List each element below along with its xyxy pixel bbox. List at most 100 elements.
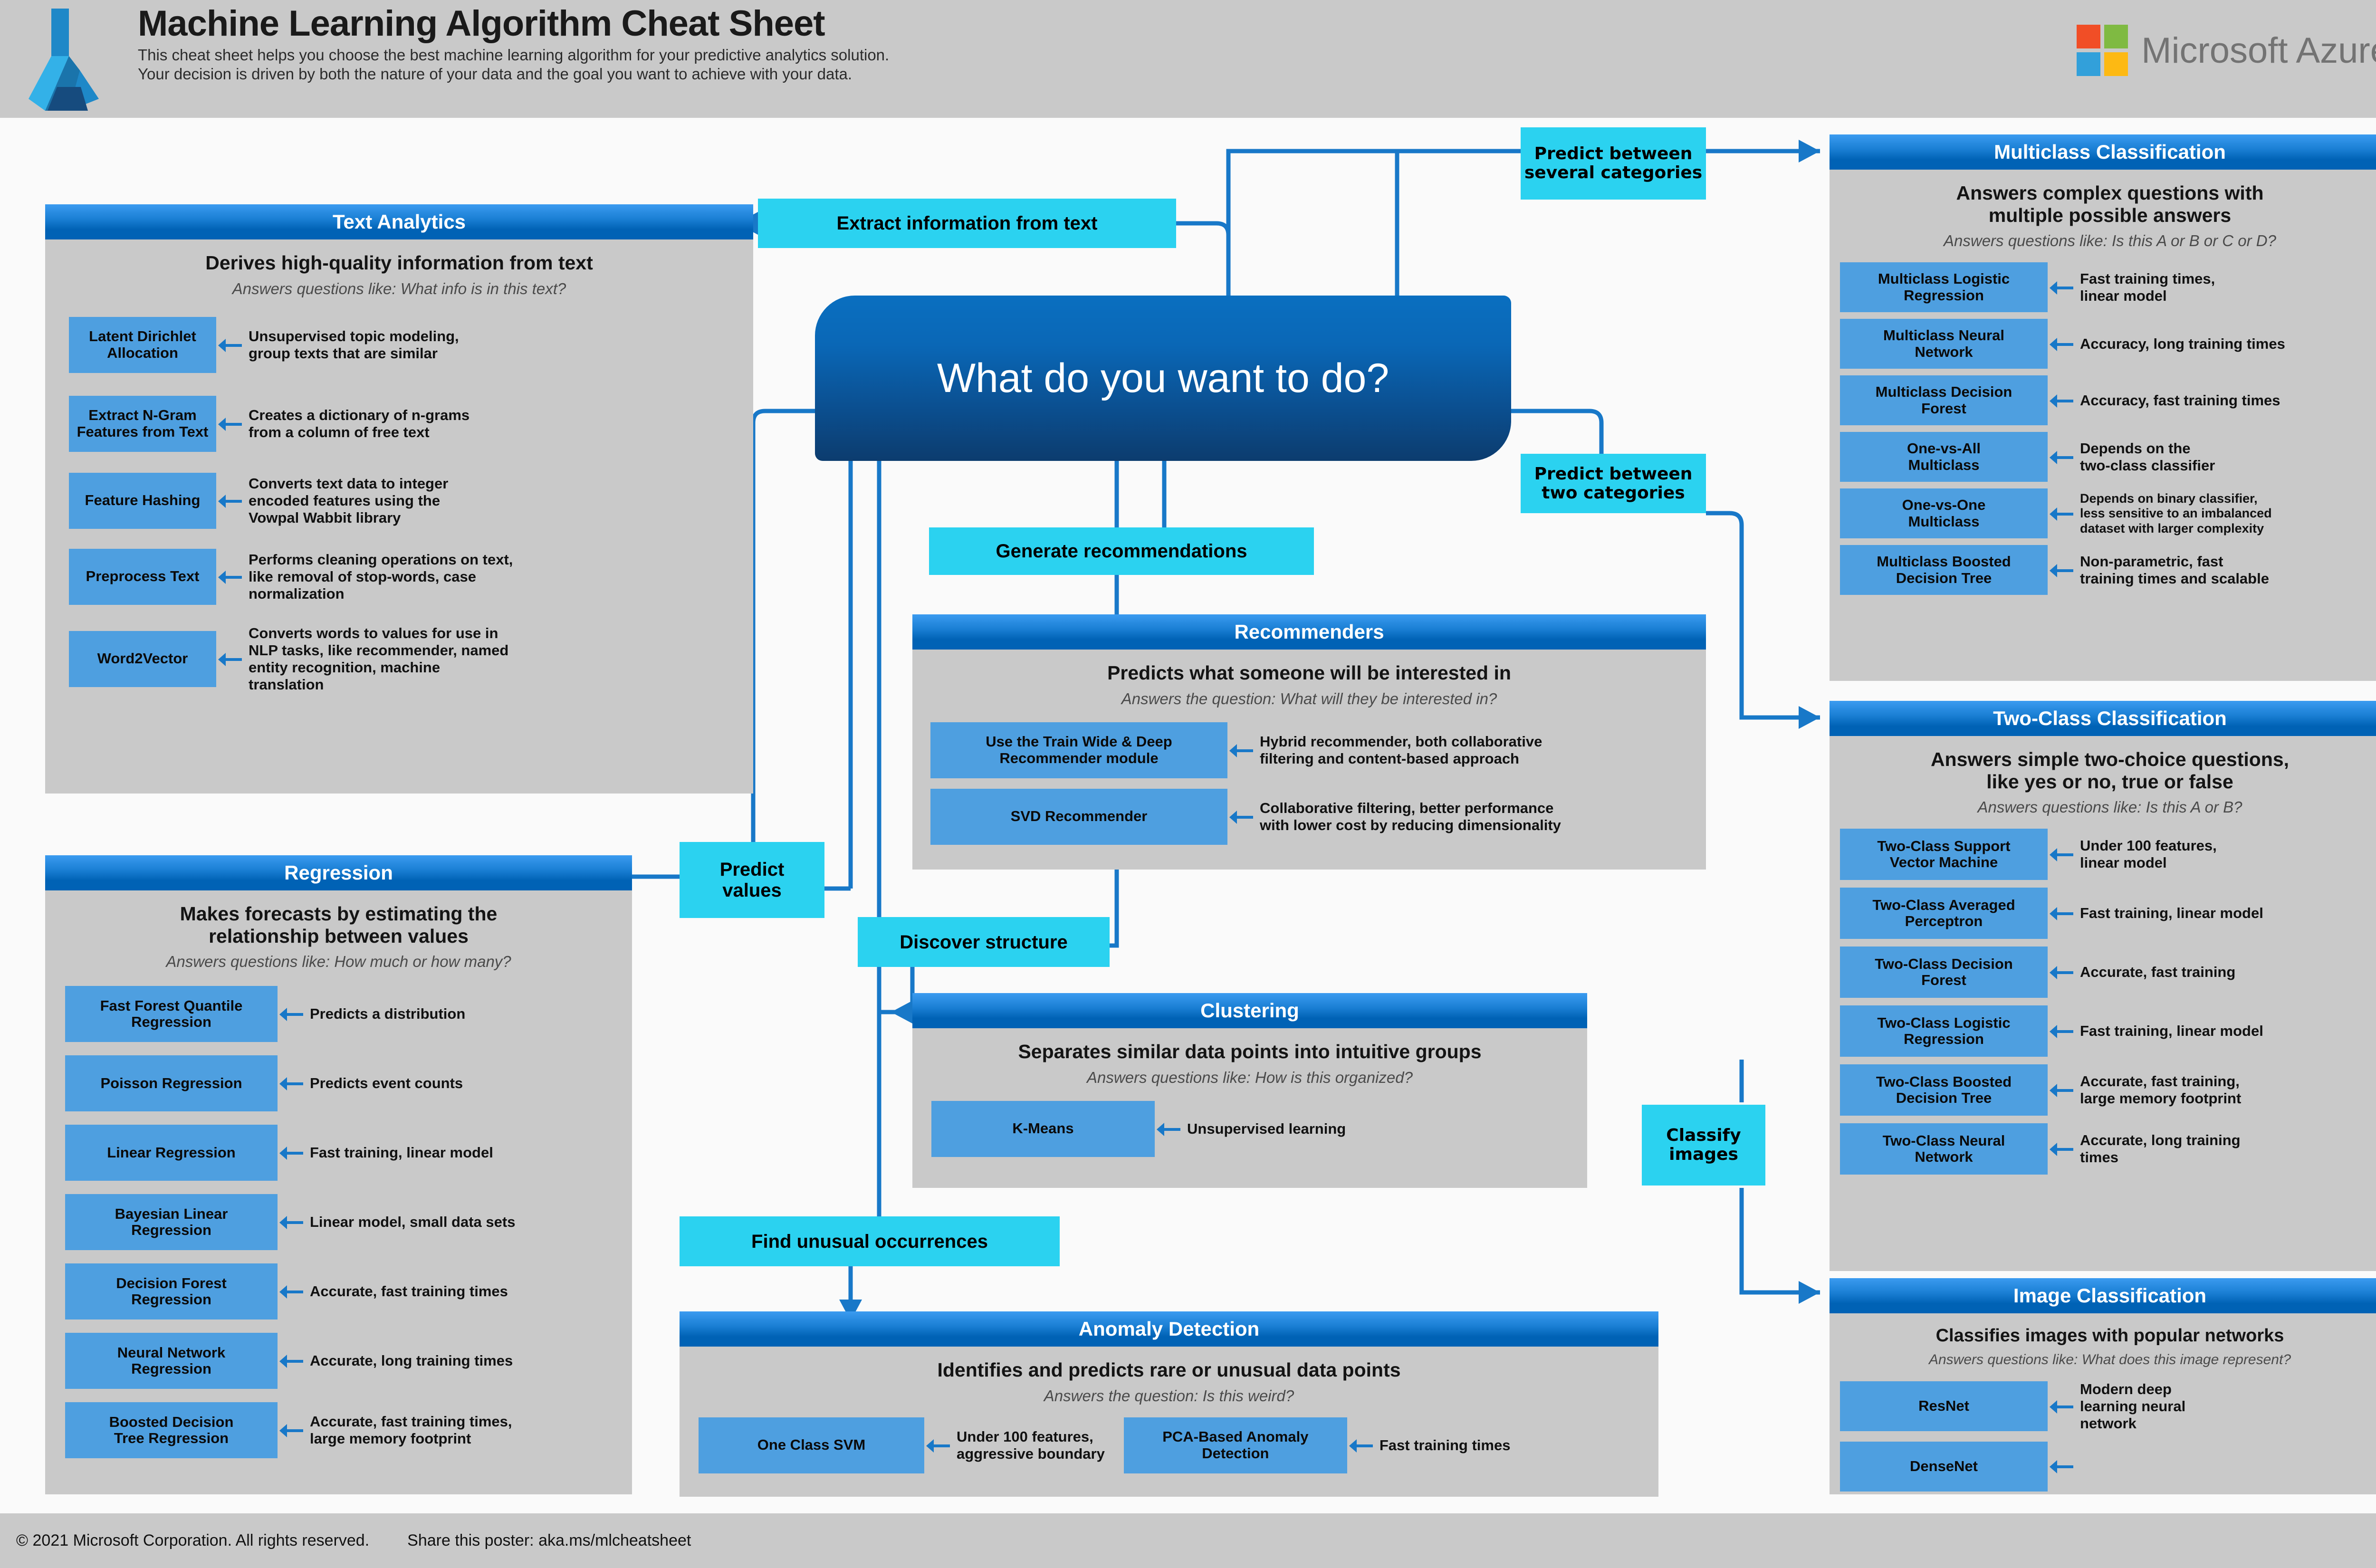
- panel-desc: Makes forecasts by estimating the relati…: [180, 903, 498, 947]
- algo-note: Converts words to values for use in NLP …: [249, 624, 509, 693]
- list-item: Bayesian Linear Regression Linear model,…: [65, 1194, 632, 1251]
- list-item: Multiclass Decision Forest Accuracy, fas…: [1840, 375, 2376, 426]
- decision-discover-structure[interactable]: Discover structure: [858, 917, 1110, 967]
- list-item: Neural Network Regression Accurate, long…: [65, 1333, 632, 1389]
- algo-note: Non-parametric, fast training times and …: [2080, 553, 2269, 587]
- list-item: Boosted Decision Tree Regression Accurat…: [65, 1402, 632, 1459]
- azure-logo-icon: [29, 9, 99, 111]
- arrow-left-icon: [925, 1437, 950, 1453]
- algo-note: Predicts a distribution: [310, 1005, 466, 1023]
- list-item: Fast Forest Quantile Regression Predicts…: [65, 986, 632, 1042]
- algo-two-class-decision-forest[interactable]: Two-Class Decision Forest: [1840, 947, 2048, 998]
- algo-boosted-decision-tree-regression[interactable]: Boosted Decision Tree Regression: [65, 1402, 278, 1459]
- panel-recommenders: Recommenders Predicts what someone will …: [912, 614, 1706, 870]
- algo-multiclass-boosted-decision-tree[interactable]: Multiclass Boosted Decision Tree: [1840, 545, 2048, 595]
- algo-note: Accuracy, long training times: [2080, 335, 2285, 352]
- algo-resnet[interactable]: ResNet: [1840, 1381, 2048, 1432]
- decision-classify-images[interactable]: Classify images: [1642, 1105, 1765, 1186]
- algo-multiclass-decision-forest[interactable]: Multiclass Decision Forest: [1840, 375, 2048, 426]
- algo-note: Fast training, linear model: [2080, 1023, 2263, 1040]
- list-item: Feature Hashing Converts text data to in…: [69, 472, 753, 529]
- algo-latent-dirichlet-allocation[interactable]: Latent Dirichlet Allocation: [69, 316, 216, 373]
- panel-image-classification: Image Classification Classifies images w…: [1830, 1278, 2376, 1494]
- algo-word2vector[interactable]: Word2Vector: [69, 631, 216, 687]
- arrow-left-icon: [278, 1214, 303, 1230]
- microsoft-logo-icon: [2077, 25, 2128, 76]
- subtitle-line-1: This cheat sheet helps you choose the be…: [138, 46, 890, 64]
- footer-share-link[interactable]: Share this poster: aka.ms/mlcheatsheet: [407, 1531, 691, 1549]
- panel-title-text-analytics: Text Analytics: [45, 204, 753, 239]
- algo-densenet[interactable]: DenseNet: [1840, 1441, 2048, 1492]
- algo-one-vs-one-multiclass[interactable]: One-vs-One Multiclass: [1840, 488, 2048, 539]
- algo-decision-forest-regression[interactable]: Decision Forest Regression: [65, 1263, 278, 1320]
- algo-fast-forest-quantile-regression[interactable]: Fast Forest Quantile Regression: [65, 986, 278, 1042]
- algo-two-class-boosted-decision-tree[interactable]: Two-Class Boosted Decision Tree: [1840, 1064, 2048, 1116]
- panel-title-two-class-classification: Two-Class Classification: [1830, 701, 2376, 736]
- algo-linear-regression[interactable]: Linear Regression: [65, 1125, 278, 1181]
- list-item: Two-Class Support Vector Machine Under 1…: [1840, 829, 2376, 880]
- algo-note: Fast training, linear model: [310, 1144, 493, 1161]
- algo-bayesian-linear-regression[interactable]: Bayesian Linear Regression: [65, 1194, 278, 1251]
- ms-square-green: [2104, 25, 2128, 48]
- algo-two-class-averaged-perceptron[interactable]: Two-Class Averaged Perceptron: [1840, 888, 2048, 939]
- panel-text-analytics: Text Analytics Derives high-quality info…: [45, 204, 753, 794]
- algo-note: Collaborative filtering, better performa…: [1260, 799, 1561, 833]
- algo-two-class-support-vector-machine[interactable]: Two-Class Support Vector Machine: [1840, 829, 2048, 880]
- panel-clustering: Clustering Separates similar data points…: [912, 993, 1587, 1188]
- algo-note: Linear model, small data sets: [310, 1214, 516, 1231]
- decision-predict-several-categories[interactable]: Predict between several categories: [1521, 127, 1706, 200]
- decision-label: Extract information from text: [836, 213, 1098, 234]
- page-footer: © 2021 Microsoft Corporation. All rights…: [0, 1513, 2376, 1568]
- algo-note: Fast training, linear model: [2080, 905, 2263, 922]
- algo-one-class-svm[interactable]: One Class SVM: [699, 1417, 924, 1473]
- panel-desc: Identifies and predicts rare or unusual …: [937, 1359, 1401, 1381]
- arrow-left-icon: [1228, 809, 1253, 825]
- arrow-left-icon: [1156, 1121, 1180, 1137]
- panel-desc: Derives high-quality information from te…: [205, 252, 593, 274]
- decision-generate-recommendations[interactable]: Generate recommendations: [929, 527, 1314, 575]
- algo-two-class-neural-network[interactable]: Two-Class Neural Network: [1840, 1123, 2048, 1175]
- decision-predict-values[interactable]: Predict values: [680, 842, 824, 918]
- arrow-left-icon: [217, 416, 242, 432]
- algo-note: Accurate, fast training, large memory fo…: [2080, 1073, 2242, 1107]
- decision-predict-two-categories[interactable]: Predict between two categories: [1521, 454, 1706, 513]
- algo-neural-network-regression[interactable]: Neural Network Regression: [65, 1333, 278, 1389]
- algo-k-means[interactable]: K-Means: [931, 1100, 1155, 1157]
- algo-note: Under 100 features, aggressive boundary: [957, 1428, 1105, 1462]
- algo-preprocess-text[interactable]: Preprocess Text: [69, 548, 216, 605]
- algo-poisson-regression[interactable]: Poisson Regression: [65, 1055, 278, 1112]
- algo-feature-hashing[interactable]: Feature Hashing: [69, 472, 216, 529]
- decision-label-line1: Predict: [719, 859, 785, 880]
- arrow-left-icon: [2049, 1023, 2073, 1039]
- algo-note: Modern deep learning neural network: [2080, 1380, 2186, 1432]
- algo-svd-recommender[interactable]: SVD Recommender: [930, 788, 1227, 845]
- panel-question: Answers questions like: What does this i…: [1928, 1352, 2291, 1368]
- algo-one-vs-all-multiclass[interactable]: One-vs-All Multiclass: [1840, 432, 2048, 482]
- algo-pca-based-anomaly-detection[interactable]: PCA-Based Anomaly Detection: [1123, 1417, 1347, 1473]
- algo-multiclass-neural-network[interactable]: Multiclass Neural Network: [1840, 319, 2048, 369]
- algo-multiclass-logistic-regression[interactable]: Multiclass Logistic Regression: [1840, 262, 2048, 313]
- arrow-left-icon: [2049, 279, 2073, 296]
- panel-desc: Separates similar data points into intui…: [1018, 1041, 1482, 1062]
- subtitle-line-2: Your decision is driven by both the natu…: [138, 65, 853, 83]
- list-item: Two-Class Averaged Perceptron Fast train…: [1840, 888, 2376, 939]
- algo-train-wide-and-deep-recommender[interactable]: Use the Train Wide & Deep Recommender mo…: [930, 722, 1227, 778]
- ms-square-red: [2077, 25, 2101, 48]
- panel-desc: Classifies images with popular networks: [1935, 1326, 2284, 1346]
- list-item: ResNet Modern deep learning neural netwo…: [1840, 1381, 2376, 1432]
- microsoft-azure-brand: Microsoft Azure: [2077, 25, 2376, 76]
- decision-extract-information-from-text[interactable]: Extract information from text: [758, 199, 1176, 248]
- decision-label-line2: images: [1669, 1145, 1738, 1164]
- list-item: One-vs-All Multiclass Depends on the two…: [1840, 432, 2376, 482]
- algo-two-class-logistic-regression[interactable]: Two-Class Logistic Regression: [1840, 1005, 2048, 1057]
- list-item: Decision Forest Regression Accurate, fas…: [65, 1263, 632, 1320]
- decision-label: Discover structure: [900, 931, 1068, 953]
- list-item: Two-Class Boosted Decision Tree Accurate…: [1840, 1064, 2376, 1116]
- panel-title-regression: Regression: [45, 855, 632, 890]
- arrow-left-icon: [2049, 336, 2073, 352]
- decision-find-unusual-occurrences[interactable]: Find unusual occurrences: [680, 1216, 1060, 1266]
- algo-note: Accurate, long training times: [310, 1352, 513, 1369]
- panel-regression: Regression Makes forecasts by estimating…: [45, 855, 632, 1494]
- list-item: Word2Vector Converts words to values for…: [69, 625, 753, 693]
- algo-extract-n-gram-features[interactable]: Extract N-Gram Features from Text: [69, 395, 216, 452]
